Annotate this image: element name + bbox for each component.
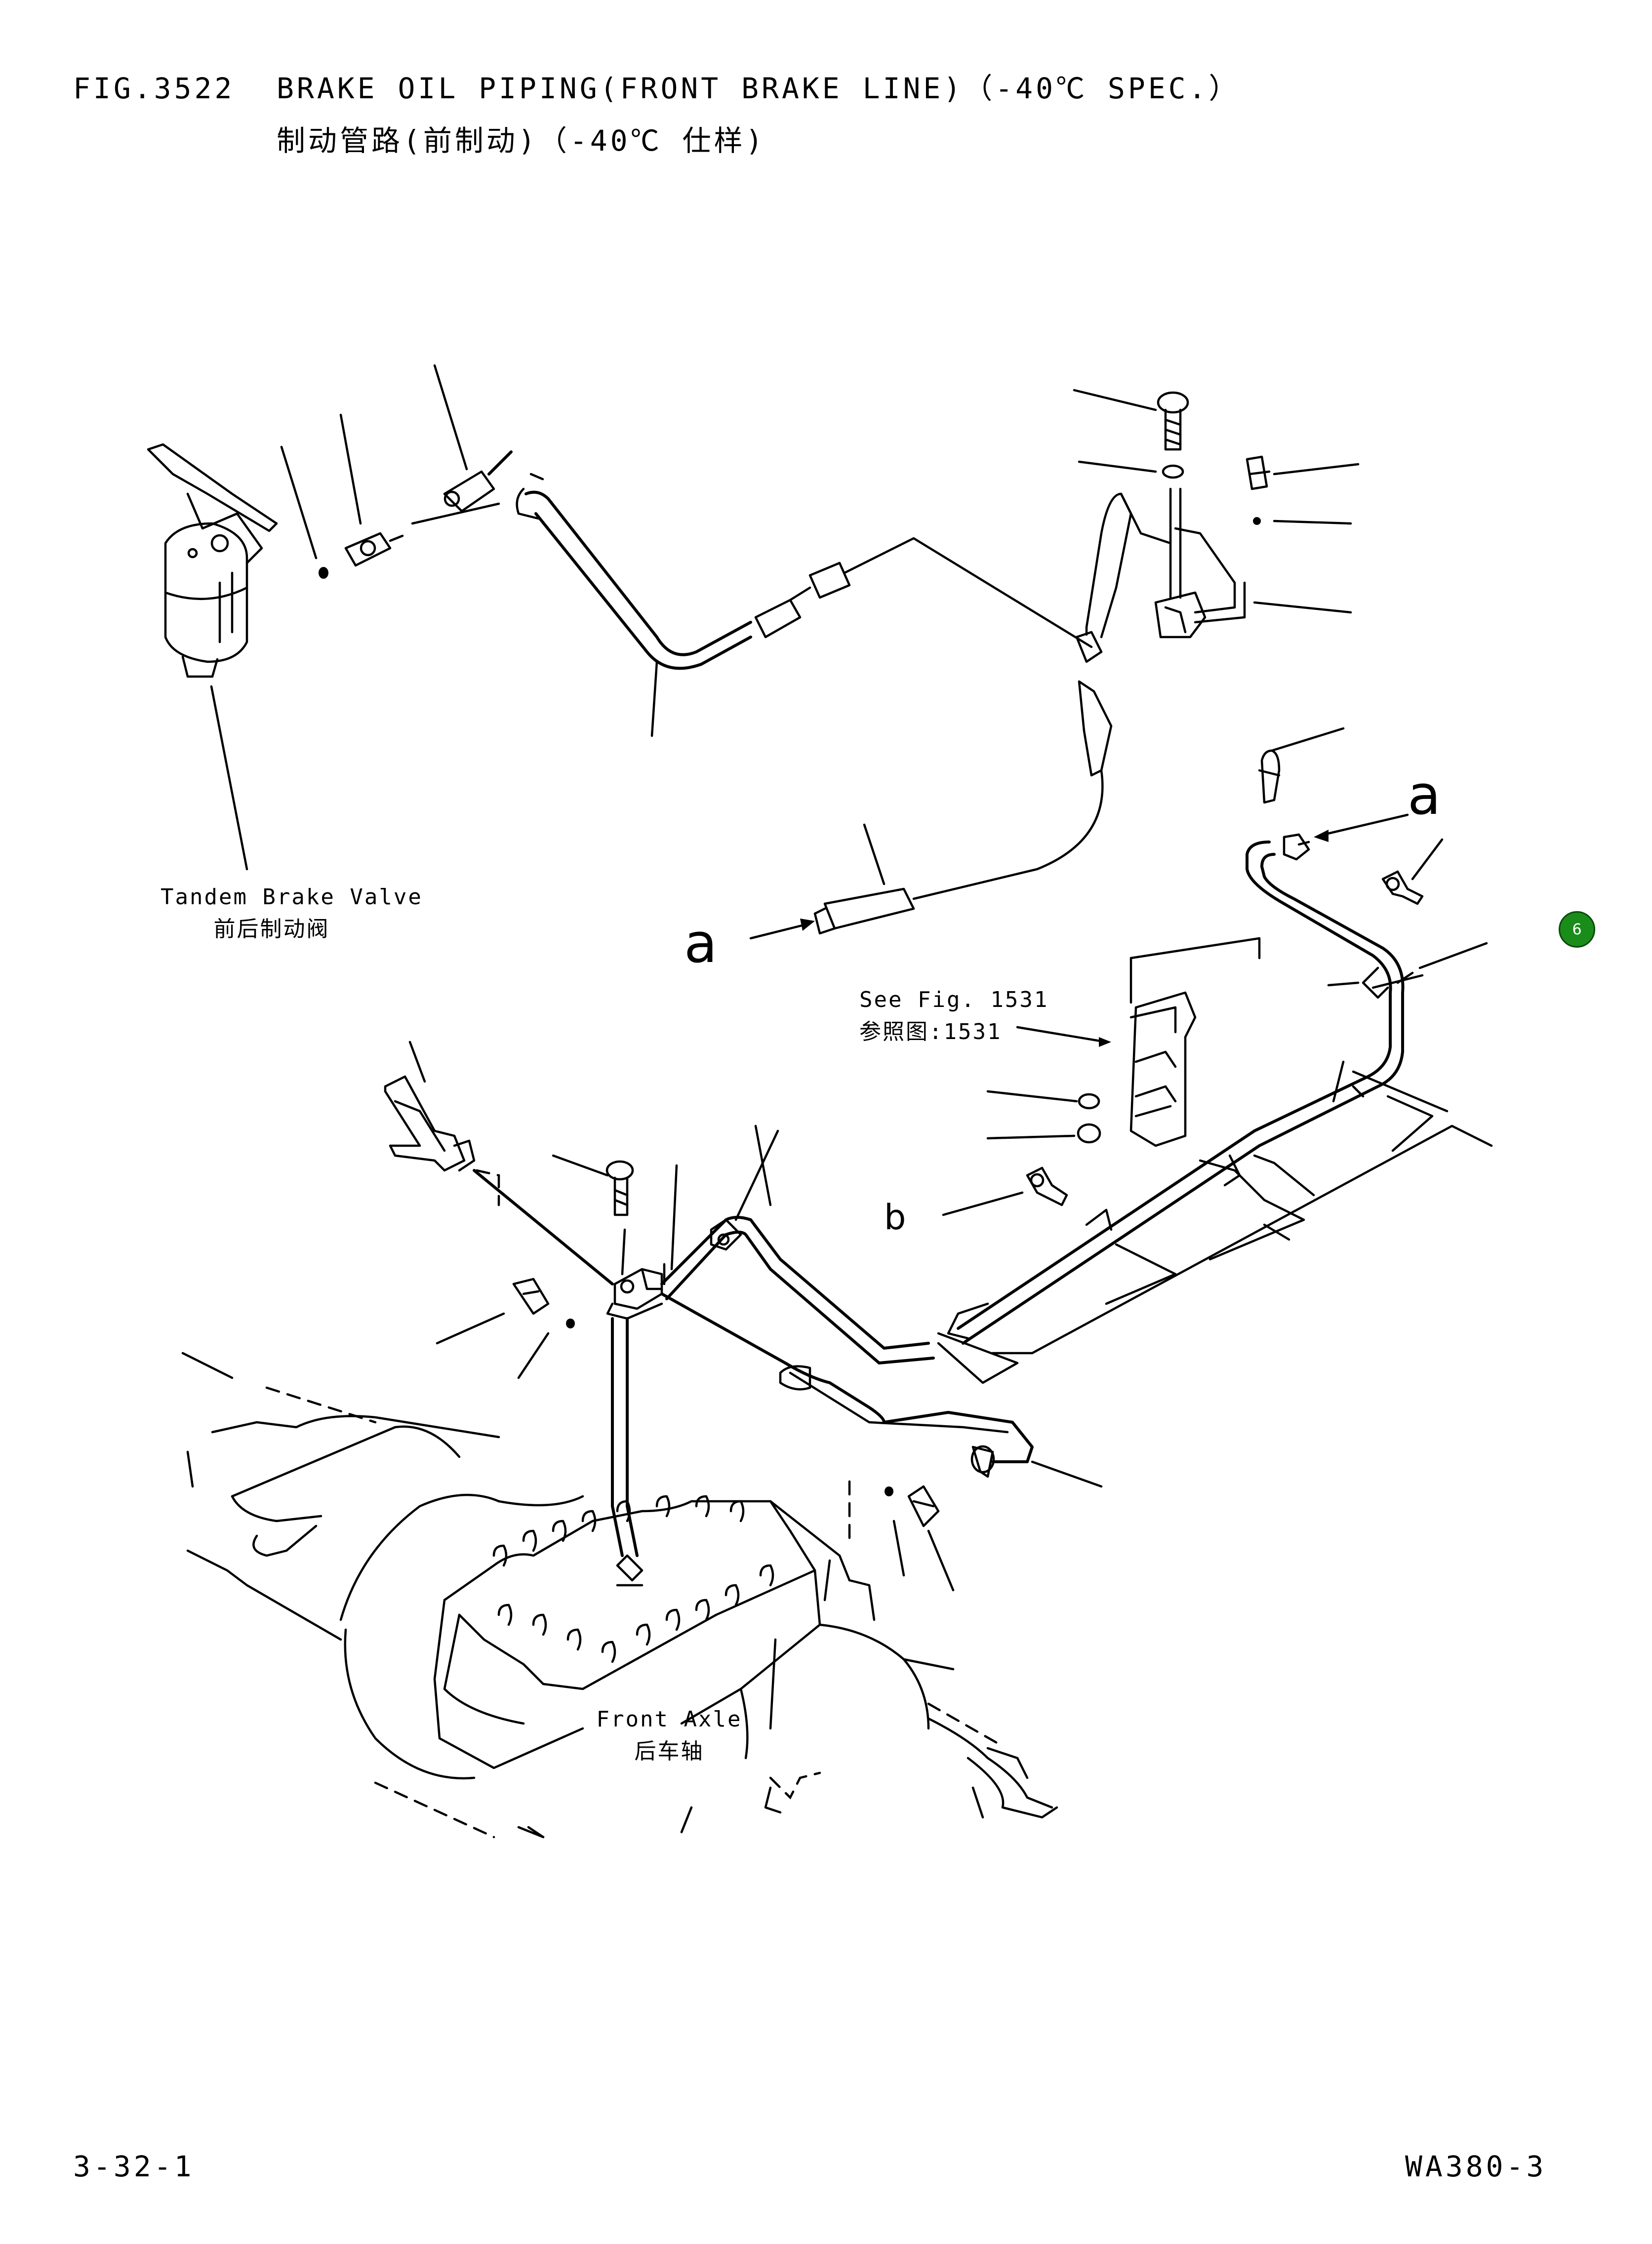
callout-a-left: a [684,912,718,975]
upper-center-fitting-part [710,1218,742,1251]
brake-hose-part [813,631,1113,935]
central-tee-part [606,1268,663,1320]
item-marker-badge[interactable]: 6 [1559,911,1595,948]
hose-fitting-part [754,561,851,639]
bolt-right-part [1381,870,1424,905]
tandem-brake-valve-label-cn: 前后制动阀 [213,917,330,942]
upper-right-bolt-part [1157,391,1189,479]
item-marker-number: 6 [1572,921,1582,938]
callout-a-right: a [1408,763,1441,827]
lower-right-fitting-part [885,1485,940,1527]
see-fig-label-cn: 参照图:1531 [859,1019,1002,1044]
pressure-switch-part [443,450,513,513]
figure-title-chinese: 制动管路(前制动)（-40℃ 仕样) [277,124,766,158]
bleeder-screw-part [1246,455,1271,525]
figure-title-english: BRAKE OIL PIPING(FRONT BRAKE LINE)（-40℃ … [277,72,1241,105]
junction-block-part [1085,487,1246,639]
front-axle-label-cn: 后车轴 [634,1739,704,1764]
callout-b: b [884,1197,906,1238]
clamp-part [1258,749,1281,804]
tandem-brake-valve-label: Tandem Brake Valve [161,884,423,910]
lower-tee-part [384,1075,476,1172]
see-fig-label: See Fig. 1531 [859,987,1049,1012]
lower-left-fitting-part [512,1278,575,1328]
bracket-assembly-part [1077,991,1197,1147]
elbow-fitting-part [319,532,404,579]
tandem-brake-valve-part [147,443,278,678]
tee-fitting-part [1283,833,1310,861]
front-axle-part [181,1352,1058,1839]
center-bolt-part [605,1160,634,1216]
bolt-b-part [1026,1166,1068,1206]
front-axle-label: Front Axle [596,1707,742,1732]
model-number: WA380-3 [1405,2150,1547,2183]
figure-number: FIG.3522 [73,72,235,105]
page-reference: 3-32-1 [73,2150,195,2183]
